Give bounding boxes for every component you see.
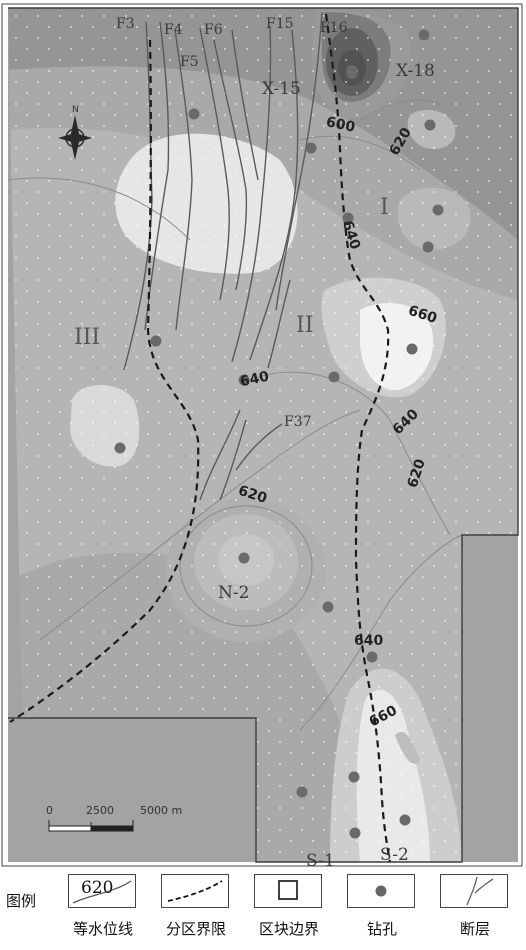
well-point xyxy=(348,771,360,783)
legend-zone-boundary: 分区界限 xyxy=(157,874,237,948)
well-point xyxy=(399,814,411,826)
contour-line-icon xyxy=(72,880,132,904)
zone-boundaries xyxy=(9,13,392,863)
legend-label: 区块边界 xyxy=(258,920,319,938)
legend-contour-swatch: 620 xyxy=(68,874,136,908)
well-point xyxy=(238,552,250,564)
well-point xyxy=(328,371,340,383)
legend-zone-swatch xyxy=(161,874,229,908)
contour-value: 640 xyxy=(239,369,271,391)
well-point xyxy=(366,651,378,663)
borehole-wells xyxy=(114,29,444,839)
zone-label: II xyxy=(296,313,313,338)
well-label: X-15 xyxy=(262,79,301,99)
well-point xyxy=(432,204,444,216)
fault-label: F15 xyxy=(266,16,294,32)
fault-label: F6 xyxy=(204,22,223,38)
well-point xyxy=(296,786,308,798)
square-icon xyxy=(278,880,298,900)
well-point xyxy=(238,374,250,386)
well-point xyxy=(188,108,200,120)
well-point xyxy=(342,212,354,224)
north-label: N xyxy=(72,105,79,115)
well-point xyxy=(114,442,126,454)
well-point xyxy=(322,601,334,613)
legend-borehole-swatch xyxy=(347,874,415,908)
north-arrow-icon: N xyxy=(58,105,92,160)
legend-fault-swatch xyxy=(440,874,508,908)
dashed-line-icon xyxy=(167,880,223,902)
block-boundary xyxy=(8,7,519,863)
scale-mid: 2500 xyxy=(86,804,114,817)
fault-line-icon xyxy=(466,876,494,906)
legend-contour: 620 等水位线 xyxy=(64,874,144,948)
zone-label: I xyxy=(380,195,389,220)
legend-block-boundary: 区块边界 xyxy=(250,874,330,948)
well-label: S-1 xyxy=(306,851,335,868)
well-point xyxy=(150,335,162,347)
fault-label: F3 xyxy=(116,16,135,32)
fault-label: F16 xyxy=(320,20,348,36)
contour-value: 600 xyxy=(325,114,357,136)
legend-label: 等水位线 xyxy=(72,920,133,938)
well-label: S-2 xyxy=(380,845,409,865)
dot-icon xyxy=(375,885,387,897)
scale-bar: 0 2500 5000 m xyxy=(46,804,182,832)
well-label: X-18 xyxy=(396,61,435,81)
legend-label: 分区界限 xyxy=(165,920,226,938)
legend-borehole: 钻孔 xyxy=(343,874,423,948)
well-point xyxy=(418,29,430,41)
contour-value: 640 xyxy=(354,633,383,649)
scale-zero: 0 xyxy=(46,804,53,817)
hydro-map: N I II III F3 F4 F5 F6 F15 F16 F37 X-15 … xyxy=(1,3,523,868)
well-point xyxy=(346,66,358,78)
legend: 图例 620 等水位线 分区界限 区块边界 xyxy=(0,868,526,950)
legend-label: 钻孔 xyxy=(366,920,397,938)
well-point xyxy=(406,343,418,355)
legend-block-swatch xyxy=(254,874,322,908)
well-point xyxy=(305,142,317,154)
legend-title: 图例 xyxy=(6,892,37,910)
well-point xyxy=(424,119,436,131)
legend-fault: 断层 xyxy=(436,874,516,948)
fault-lines xyxy=(123,11,323,501)
zone-label: III xyxy=(74,325,100,350)
fault-label: F4 xyxy=(164,22,183,38)
fault-label: F37 xyxy=(284,414,312,430)
scale-end: 5000 m xyxy=(140,804,182,817)
fault-label: F5 xyxy=(180,54,199,70)
legend-contour-value: 620 xyxy=(81,878,114,898)
contour-lines xyxy=(7,99,463,731)
legend-label: 断层 xyxy=(459,920,490,938)
well-point xyxy=(349,827,361,839)
well-label: N-2 xyxy=(218,583,249,603)
well-point xyxy=(422,241,434,253)
